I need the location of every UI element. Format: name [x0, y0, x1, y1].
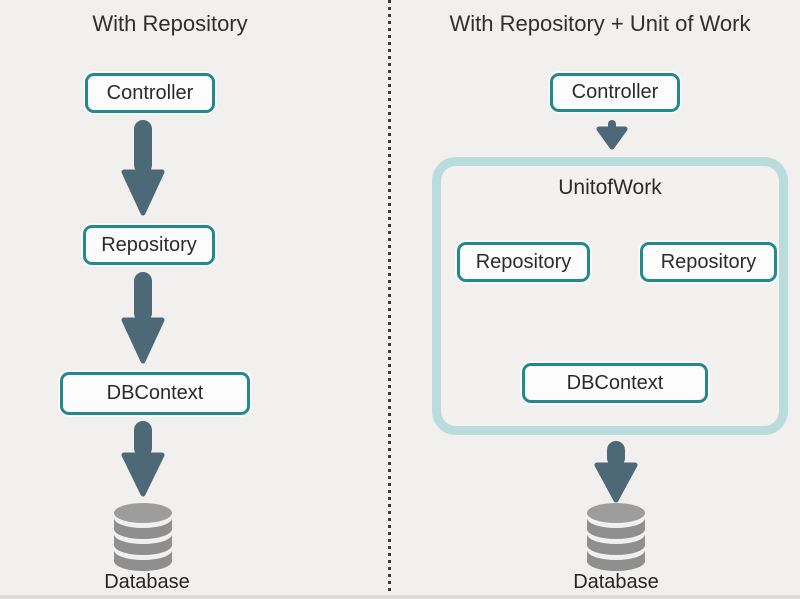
repository-label: Repository	[660, 250, 757, 273]
dbcontext-node-left: DBContext	[60, 372, 250, 415]
arrow-down-icon	[121, 272, 165, 365]
dbcontext-label: DBContext	[566, 371, 664, 394]
database-cylinder-icon	[111, 503, 175, 573]
dbcontext-node-right: DBContext	[522, 363, 708, 403]
controller-node-right: Controller	[550, 73, 680, 112]
arrow-down-icon	[121, 120, 165, 217]
database-label: Database	[104, 571, 190, 593]
repository-label: Repository	[101, 233, 197, 256]
repository-node-left: Repository	[83, 225, 215, 265]
controller-label: Controller	[571, 81, 659, 103]
repository-label: Repository	[475, 250, 572, 273]
repository-node-2: Repository	[640, 242, 777, 282]
repository-node-1: Repository	[457, 242, 590, 282]
database-label: Database	[573, 571, 659, 593]
dotted-divider-line	[388, 0, 391, 599]
arrow-down-icon	[596, 120, 628, 151]
right-panel-title: With Repository + Unit of Work	[449, 11, 751, 36]
unit-of-work-label: UnitofWork	[558, 176, 662, 199]
dbcontext-label: DBContext	[106, 382, 204, 404]
controller-node-left: Controller	[85, 73, 215, 113]
left-panel-title: With Repository	[92, 11, 248, 36]
unit-of-work-container: UnitofWork Repository Repository DBConte…	[432, 157, 788, 435]
image-bottom-edge	[0, 595, 800, 599]
database-cylinder-icon	[584, 503, 648, 573]
controller-label: Controller	[106, 81, 194, 104]
arrow-down-icon	[121, 421, 165, 498]
arrow-down-icon	[594, 441, 638, 504]
